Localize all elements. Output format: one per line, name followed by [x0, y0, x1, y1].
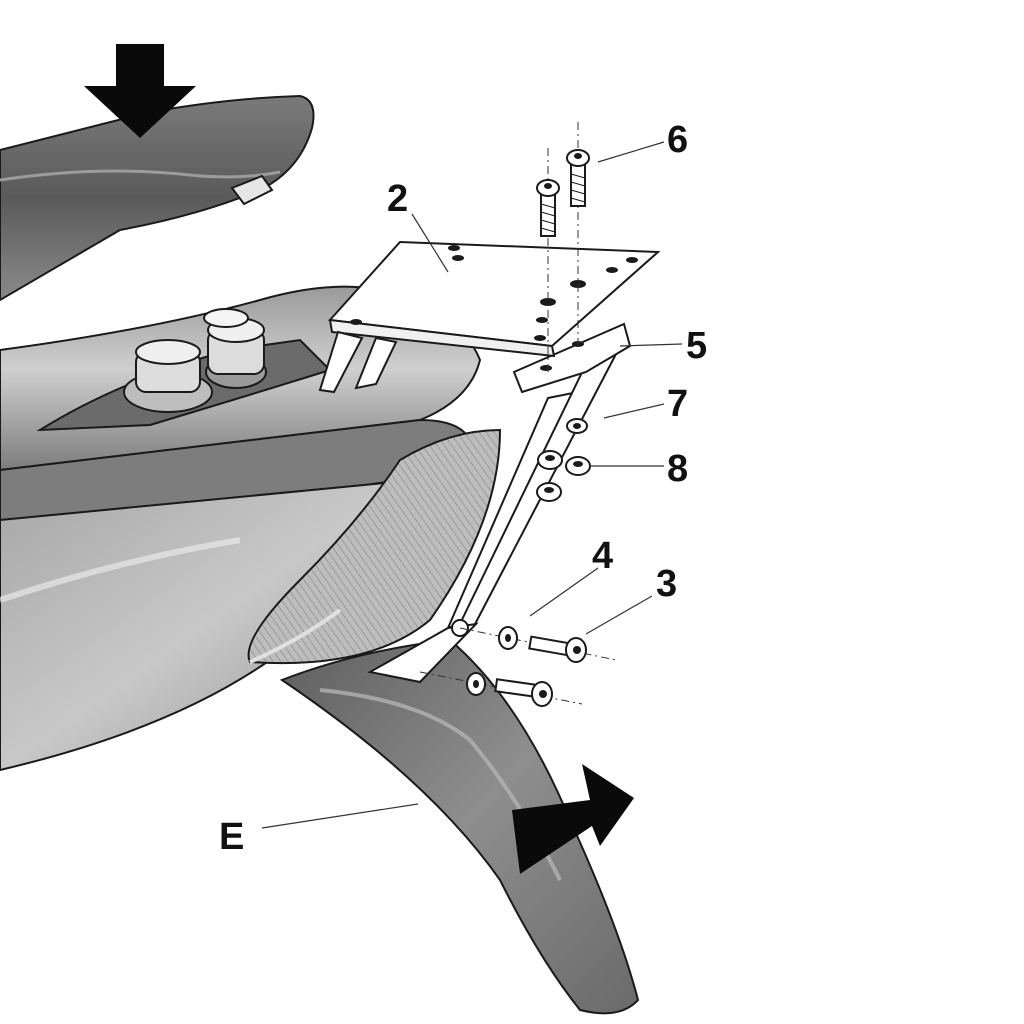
callout-4: 4 [592, 535, 614, 577]
callout-2: 2 [387, 178, 409, 220]
callout-6: 6 [667, 119, 689, 161]
bolts-top [536, 122, 590, 372]
callout-3: 3 [656, 563, 678, 605]
callout-7: 7 [667, 383, 689, 425]
nuts-washers [536, 418, 591, 502]
leader-lines [261, 141, 683, 829]
callout-E: E [219, 816, 245, 858]
down-arrow-icon [84, 44, 196, 138]
push-arrow-icon [512, 764, 634, 874]
fuel-area [36, 308, 332, 432]
top-plate [318, 240, 661, 394]
callout-8: 8 [667, 448, 689, 490]
seat [0, 94, 315, 302]
bolts-side [419, 626, 617, 707]
callout-5: 5 [686, 325, 708, 367]
tail-light [247, 428, 502, 665]
